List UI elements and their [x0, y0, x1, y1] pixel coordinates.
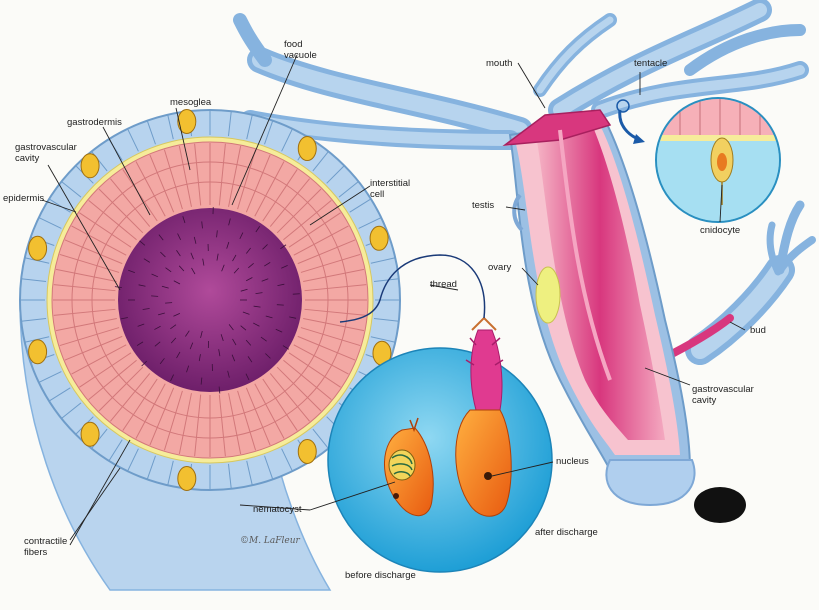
label-bud: bud — [750, 325, 766, 336]
tentacles — [233, 0, 809, 150]
label-ovary: ovary — [488, 262, 512, 273]
bud — [656, 200, 816, 365]
nematocyst-inset — [327, 254, 553, 573]
label-nematocyst: nematocyst — [253, 504, 302, 515]
label-cnidocyte: cnidocyte — [700, 225, 741, 236]
label-nucleus: nucleus — [556, 456, 589, 467]
cnidocyte-inset — [616, 97, 781, 223]
leader-lines — [41, 54, 746, 546]
label-epidermis: epidermis — [3, 193, 45, 204]
label-after-discharge: after discharge — [535, 527, 598, 538]
hydra-body — [502, 109, 696, 507]
label-gastrovascular-cavity-left: gastrovascular cavity — [15, 142, 77, 164]
label-tentacle: tentacle — [634, 58, 668, 69]
label-gastrodermis: gastrodermis — [67, 117, 122, 128]
label-interstitial-cell: interstitial cell — [370, 178, 411, 200]
body-cross-section — [19, 109, 401, 591]
label-thread: thread — [430, 279, 457, 290]
ink-blot — [694, 487, 746, 523]
label-mesoglea: mesoglea — [170, 97, 212, 108]
label-mouth: mouth — [486, 58, 513, 69]
label-testis: testis — [472, 200, 495, 211]
artist-signature: ©M. LaFleur — [240, 536, 300, 546]
label-gastrovascular-cavity-right: gastrovascular cavity — [692, 384, 754, 406]
label-contractile-fibers: contractile fibers — [24, 536, 68, 558]
label-before-discharge: before discharge — [345, 570, 416, 581]
label-food-vacuole: food vacuole — [284, 39, 317, 61]
